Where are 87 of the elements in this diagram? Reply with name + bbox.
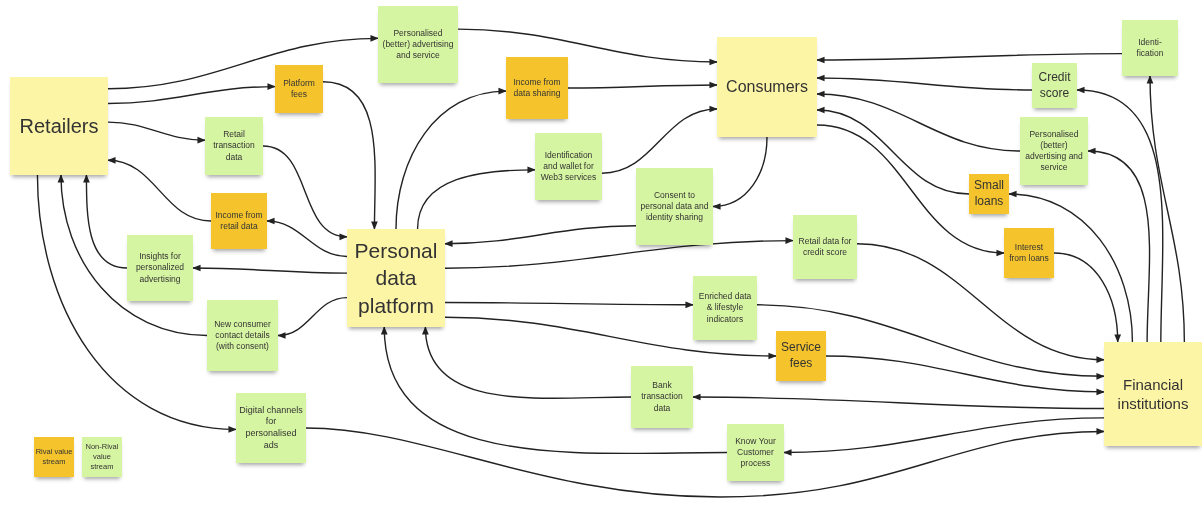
arrow (1076, 87, 1164, 343)
arrow (36, 174, 237, 433)
note-text: Credit score (1037, 69, 1072, 102)
note-text: Service fees (780, 340, 822, 372)
arrow (1053, 252, 1121, 343)
sticky-note (776, 331, 826, 381)
sticky-note (1020, 117, 1088, 185)
note-text: Platform fees (282, 77, 316, 101)
sticky-note (506, 57, 568, 119)
note-text: Know Your Customer process (734, 435, 777, 470)
sticky-note (631, 366, 693, 428)
arrow (423, 326, 632, 399)
arrow (816, 107, 970, 195)
arrow (266, 218, 348, 258)
arrow (712, 136, 768, 210)
sticky-note (535, 133, 602, 200)
arrow (262, 145, 348, 239)
sticky-note (727, 424, 784, 481)
arrow (305, 427, 1105, 498)
note-text: Income from data sharing (512, 76, 562, 100)
sticky-note (211, 193, 267, 249)
arrow (783, 417, 1105, 456)
arrow (756, 304, 1105, 380)
note-text: Personalised (better) advertising and service (1024, 128, 1084, 174)
arrow (567, 81, 718, 89)
sticky-note (205, 117, 263, 175)
arrow (457, 28, 718, 66)
sticky-note (1004, 228, 1054, 278)
note-text: Bank transaction data (640, 380, 684, 414)
note-text: New consumer contact details (with consent) (213, 318, 272, 353)
arrow (1146, 75, 1186, 343)
note-text: Identi-fication (1135, 36, 1165, 60)
note-text: Small loans (973, 178, 1005, 210)
arrow (192, 264, 348, 274)
note-text: Personal data platform (353, 238, 439, 319)
arrow (277, 296, 348, 339)
note-text: Retailers (19, 114, 99, 139)
arrow (825, 355, 1105, 396)
note-text: Consent to personal data and identity sharing (639, 189, 710, 224)
note-text: Financial institutions (1116, 374, 1190, 414)
sticky-note (378, 6, 458, 83)
note-text: Identification and wallet for Web3 services (539, 149, 598, 184)
note-text: Income from retail data (214, 209, 264, 233)
note-text: Personalised (better) advertising and service (381, 27, 455, 62)
sticky-note (1104, 342, 1202, 446)
sticky-note (275, 65, 323, 113)
sticky-note (207, 300, 278, 371)
note-text: Retail transaction data (212, 129, 256, 163)
arrow (322, 81, 378, 230)
arrow (816, 52, 1123, 64)
sticky-note (717, 37, 817, 137)
note-text: Retail data for credit score (797, 235, 853, 259)
arrow (816, 124, 1005, 256)
arrow (107, 83, 276, 105)
arrow (816, 91, 1021, 152)
arrow (816, 74, 1033, 91)
sticky-note (793, 215, 857, 279)
arrow (444, 237, 794, 269)
arrow (381, 326, 728, 455)
arrow (1008, 191, 1134, 343)
arrow (1087, 148, 1151, 343)
note-text: Consumers (726, 76, 808, 97)
sticky-note (127, 235, 193, 301)
arrow (107, 35, 379, 90)
note-text: Interest from loans (1008, 241, 1050, 265)
sticky-note (236, 393, 306, 463)
arrow (601, 106, 718, 174)
note-text: Insights for personalized advertising (134, 251, 186, 285)
arrow (58, 174, 208, 337)
sticky-note (693, 276, 757, 340)
sticky-note (1032, 63, 1077, 108)
arrow (416, 166, 536, 230)
sticky-note (636, 168, 713, 245)
sticky-note (10, 77, 108, 175)
note-text: Digital channels for personalised ads (239, 404, 303, 452)
arrow (444, 225, 637, 247)
note-text: Enriched data & lifestyle indicators (697, 291, 753, 325)
arrow (444, 316, 777, 360)
arrow (107, 121, 206, 144)
arrow (692, 393, 1105, 410)
arrow (856, 243, 1105, 363)
arrow (444, 301, 694, 309)
arrow (107, 157, 212, 222)
arrow (83, 174, 128, 269)
sticky-note (1122, 20, 1178, 76)
arrow (395, 88, 507, 230)
sticky-note (347, 229, 445, 327)
